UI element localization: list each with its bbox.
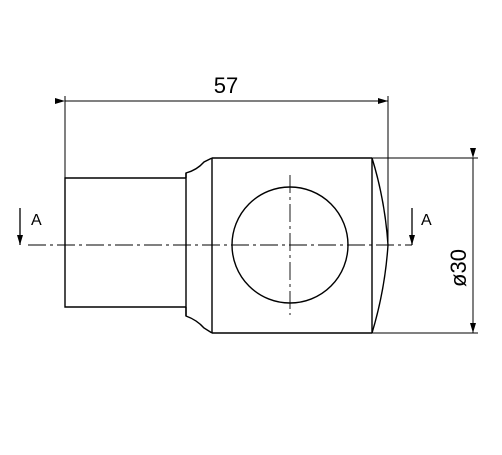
neck-fillet-top	[185, 157, 213, 178]
section-label-left: A	[31, 212, 42, 229]
shank-outline	[64, 177, 186, 308]
section-marker-left: A	[17, 208, 42, 245]
head-chamfer	[371, 157, 389, 334]
diameter-dimension	[372, 148, 478, 334]
length-dimension-label: 57	[214, 73, 238, 98]
section-marker-right: A	[409, 208, 432, 245]
diameter-dimension-label: ø30	[446, 249, 471, 287]
section-label-right: A	[421, 212, 432, 229]
center-lines	[28, 175, 412, 315]
part-outline	[64, 157, 389, 334]
length-dimension	[55, 96, 389, 245]
neck-fillet-bottom	[185, 307, 213, 334]
